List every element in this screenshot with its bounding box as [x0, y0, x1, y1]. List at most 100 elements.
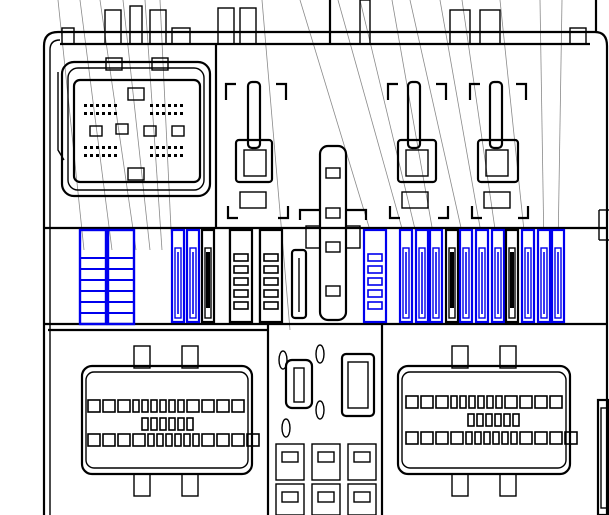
terminal-cell [186, 399, 200, 413]
terminal-cell [512, 413, 520, 427]
terminal-cell [435, 431, 449, 445]
terminal-cell [177, 417, 185, 431]
relay-socket-group [224, 80, 530, 220]
connector-pin [102, 146, 105, 149]
fuse-f17 [536, 228, 552, 324]
terminal-cell [503, 413, 511, 427]
connector-pin [156, 112, 159, 115]
terminal-cell [476, 413, 484, 427]
terminal-cell [450, 395, 458, 409]
fuse-f10 [428, 228, 444, 324]
terminal-cell [159, 417, 167, 431]
connector-pin [162, 154, 165, 157]
connector-pin [180, 154, 183, 157]
connector-pin [90, 104, 93, 107]
connector-pin-array [84, 104, 183, 157]
terminal-cell [156, 433, 164, 447]
central-bus-post [298, 144, 368, 322]
terminal-cell [141, 417, 149, 431]
fuse-f9 [414, 228, 430, 324]
terminal-cell [117, 399, 131, 413]
connector-pin [180, 112, 183, 115]
terminal-cell [186, 417, 194, 431]
terminal-cell [87, 433, 101, 447]
connector-pin [156, 104, 159, 107]
relay-socket-2 [386, 80, 450, 220]
mini-relay-r3 [362, 228, 388, 324]
terminal-cell [519, 431, 533, 445]
terminal-cell [201, 433, 215, 447]
fuse-f12 [458, 228, 474, 324]
connector-pin [96, 112, 99, 115]
terminal-cell [534, 395, 548, 409]
fuse-f2 [106, 228, 136, 326]
terminal-cell [510, 431, 518, 445]
left-latch [57, 72, 65, 161]
terminal-cell [501, 431, 509, 445]
fuse-f11 [444, 228, 460, 324]
connector-pin [102, 112, 105, 115]
terminal-cell [159, 399, 167, 413]
terminal-cell [483, 431, 491, 445]
lower-left-connector [48, 324, 270, 515]
terminal-cell [192, 433, 200, 447]
connector-pin [84, 104, 87, 107]
terminal-cell [486, 395, 494, 409]
connector-pin [180, 146, 183, 149]
terminal-cell [177, 399, 185, 413]
terminal-cell [494, 413, 502, 427]
fuse-strip-right [398, 228, 566, 324]
terminal-cell [117, 433, 131, 447]
connector-pin [150, 104, 153, 107]
terminal-cell [183, 433, 191, 447]
terminal-cell [201, 399, 215, 413]
connector-pin [150, 154, 153, 157]
connector-pin [96, 104, 99, 107]
fuse-f16 [520, 228, 536, 324]
terminal-cell [477, 395, 485, 409]
terminal-cell [468, 395, 476, 409]
top-clips [61, 0, 598, 45]
terminal-cell [450, 431, 464, 445]
terminal-cell [459, 395, 467, 409]
connector-pin [84, 154, 87, 157]
terminal-cell [150, 399, 158, 413]
terminal-cell [231, 399, 245, 413]
terminal-cell [467, 413, 475, 427]
right-edge-bracket [596, 398, 609, 515]
fuse-f13 [474, 228, 490, 324]
relay-socket-3 [468, 80, 530, 220]
terminal-cell [231, 433, 245, 447]
terminal-cell [485, 413, 493, 427]
connector-pin [108, 104, 111, 107]
connector-pin [180, 104, 183, 107]
terminal-cell [549, 395, 563, 409]
terminal-cell [420, 395, 434, 409]
terminal-cell [168, 417, 176, 431]
terminal-cell [132, 399, 140, 413]
fuse-f14 [490, 228, 506, 324]
terminal-cell [87, 399, 101, 413]
terminal-cell [216, 433, 230, 447]
terminal-cell [405, 431, 419, 445]
connector-pin [90, 154, 93, 157]
fuse-f15 [504, 228, 520, 324]
connector-pin [150, 112, 153, 115]
central-lower-block [275, 344, 377, 515]
connector-pin [108, 112, 111, 115]
connector-pin [114, 104, 117, 107]
upper-left-connector [60, 57, 212, 198]
connector-pin [102, 154, 105, 157]
connector-pin [156, 154, 159, 157]
lower-right-connector [380, 324, 572, 515]
connector-pin [96, 154, 99, 157]
connector-pin [174, 112, 177, 115]
connector-pin [108, 154, 111, 157]
fuse-f8 [398, 228, 414, 324]
terminal-cell [405, 395, 419, 409]
connector-pin [114, 146, 117, 149]
connector-pin [114, 112, 117, 115]
connector-pin [168, 112, 171, 115]
relay-socket-1 [224, 80, 290, 220]
